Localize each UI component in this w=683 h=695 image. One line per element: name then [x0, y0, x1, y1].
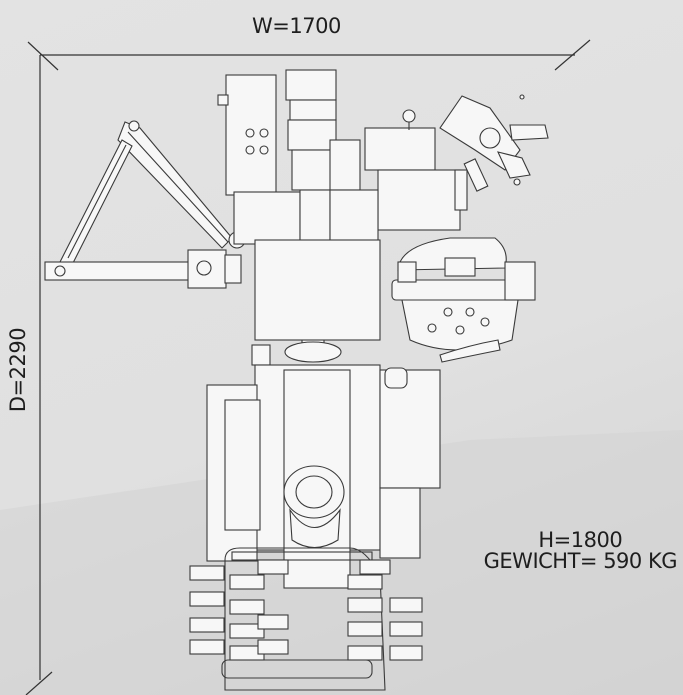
height-label: H=1800: [538, 528, 623, 552]
swing-arm: [44, 120, 246, 289]
upper-tower: [217, 69, 361, 253]
weight-label: GEWICHT= 590 KG: [483, 549, 678, 573]
depth-dimension-label: D=2290: [6, 327, 30, 413]
depth-dimension-line: [25, 55, 53, 695]
helper-unit: [329, 109, 468, 246]
width-dimension-line: [27, 39, 591, 71]
pressure-wheel: [391, 237, 536, 363]
width-dimension-label: W=1700: [252, 14, 341, 38]
bead-tool: [439, 94, 549, 192]
turntable: [283, 465, 345, 549]
machine-body: [44, 69, 549, 691]
specs-block: H=1800 GEWICHT= 590 KG: [483, 528, 678, 573]
main-cabinet: [206, 239, 441, 589]
pedal-bank: [189, 547, 423, 691]
